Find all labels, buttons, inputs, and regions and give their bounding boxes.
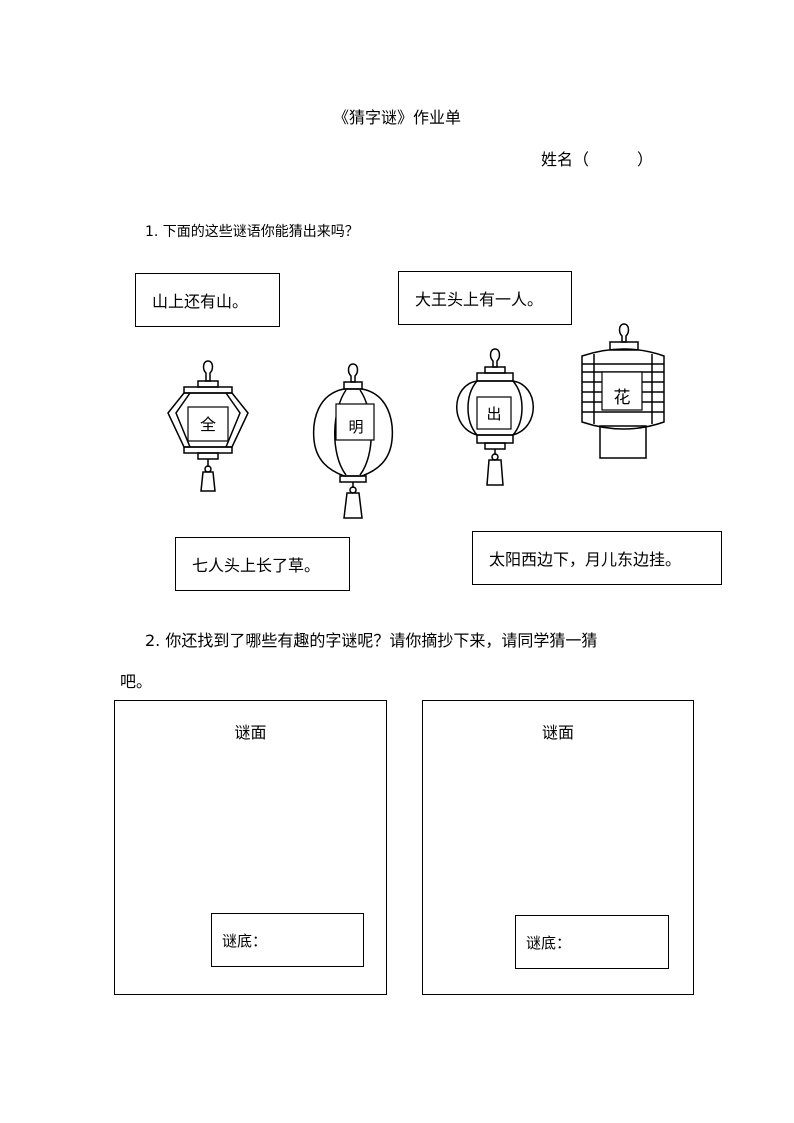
name-field: 姓名（ ） — [541, 150, 654, 169]
riddle-card-1: 谜面 谜底： — [114, 700, 387, 995]
lantern-1-illustration: 全 — [167, 360, 249, 492]
riddle-box-3: 七人头上长了草。 — [175, 537, 350, 591]
riddle-surface-label: 谜面 — [541, 723, 574, 742]
lantern-2-character: 明 — [348, 418, 363, 436]
riddle-card-2: 谜面 谜底： — [422, 700, 694, 995]
question-1-prompt: 1. 下面的这些谜语你能猜出来吗？ — [145, 224, 359, 240]
riddle-box-4: 太阳西边下，月儿东边挂。 — [472, 531, 722, 585]
lantern-1-character: 全 — [200, 415, 216, 434]
riddle-surface-label: 谜面 — [234, 723, 267, 742]
page-title: 《猜字谜》作业单 — [332, 108, 461, 127]
riddle-box-1: 山上还有山。 — [135, 273, 280, 327]
question-2-prompt: 2. 你还找到了哪些有趣的字谜呢？请你摘抄下来，请同学猜一猜 — [145, 631, 598, 650]
lantern-4-character: 花 — [614, 388, 631, 408]
riddle-answer-box[interactable]: 谜底： — [211, 913, 364, 967]
lantern-3-character: 出 — [486, 405, 501, 423]
lantern-3-illustration: 出 — [456, 348, 534, 486]
riddle-box-2: 大王头上有一人。 — [398, 271, 572, 325]
lantern-4-illustration: 花 — [581, 323, 665, 459]
lantern-2-illustration: 明 — [312, 363, 394, 519]
question-2-prompt-continued: 吧。 — [120, 672, 153, 691]
riddle-answer-box[interactable]: 谜底： — [515, 915, 669, 969]
